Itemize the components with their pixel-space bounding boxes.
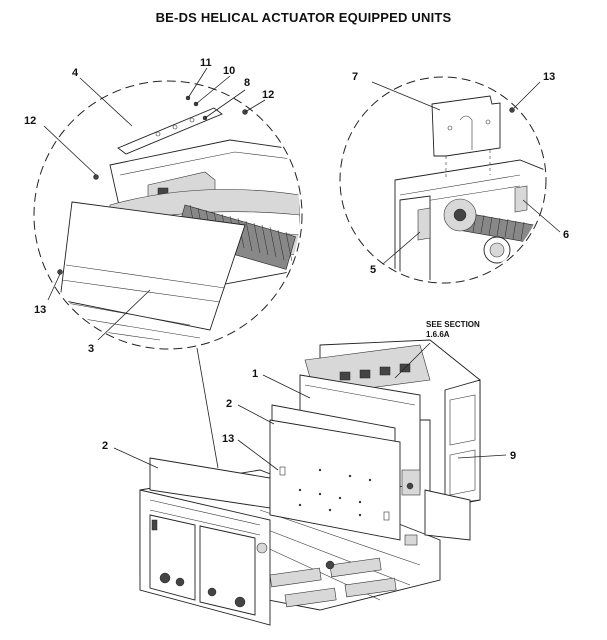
leader-12-right (244, 99, 266, 113)
main-unit-exploded: 1 2 13 2 9 SEE SECTION 1.6.6A (102, 320, 516, 626)
leader-9 (457, 454, 507, 459)
hole-pattern (298, 468, 372, 517)
lower-box (424, 489, 471, 541)
leader-8 (204, 89, 246, 119)
leader-13-left (47, 273, 61, 301)
slot-13 (279, 466, 286, 476)
leader-13-main (237, 439, 279, 471)
callout-12-left: 12 (24, 115, 36, 127)
bracket-plate (117, 107, 223, 155)
panel-13 (269, 419, 401, 541)
leader-6 (522, 199, 561, 233)
leader-5 (382, 231, 421, 265)
detail-circle-left (33, 80, 303, 350)
screw-13-left (57, 269, 63, 275)
callout-1: 1 (252, 368, 258, 380)
leader-4 (79, 77, 133, 127)
leader-10 (195, 75, 231, 105)
callout-7: 7 (352, 71, 358, 83)
bracket-7 (431, 95, 501, 157)
callout-12-right: 12 (262, 89, 274, 101)
screw-12-left (93, 174, 99, 180)
callout-13-right: 13 (543, 71, 555, 83)
callout-10: 10 (223, 65, 235, 77)
callout-5: 5 (370, 264, 376, 276)
detail-view-right: 7 13 6 5 (339, 71, 569, 284)
callout-8: 8 (244, 77, 250, 89)
callout-13-left: 13 (34, 304, 46, 316)
leader-11 (187, 67, 208, 99)
front-door-right (199, 525, 256, 616)
callout-4: 4 (72, 67, 79, 79)
leader-3 (97, 289, 151, 341)
leader-13-right (513, 81, 541, 109)
callout-2-lower: 2 (102, 440, 108, 452)
callout-6: 6 (563, 229, 569, 241)
front-fittings (159, 542, 268, 608)
callout-9: 9 (510, 450, 516, 462)
callout-13-main: 13 (222, 433, 234, 445)
leader-see-section (394, 342, 431, 379)
right-hardware (325, 469, 421, 570)
detail-connector-line (196, 347, 219, 469)
front-panel-3 (59, 201, 246, 331)
leader-7 (371, 81, 441, 111)
leader-1 (262, 374, 311, 399)
callout-2-upper: 2 (226, 398, 232, 410)
detail-circle-right (339, 76, 547, 284)
clip-5 (417, 207, 431, 241)
clip-6 (514, 185, 528, 213)
leader-2-upper (237, 404, 275, 425)
floor-rollers (269, 557, 397, 608)
callout-3: 3 (88, 343, 94, 355)
see-section-note-line2: 1.6.6A (426, 330, 450, 339)
leader-12-left (43, 125, 97, 176)
callout-11: 11 (200, 57, 212, 69)
leader-2-lower (113, 447, 159, 469)
see-section-note-line1: SEE SECTION (426, 320, 480, 329)
detail-view-left: 4 11 10 8 12 12 13 3 (24, 57, 303, 469)
screw-13-right (509, 107, 515, 113)
diagram-title: BE-DS HELICAL ACTUATOR EQUIPPED UNITS (155, 10, 452, 25)
